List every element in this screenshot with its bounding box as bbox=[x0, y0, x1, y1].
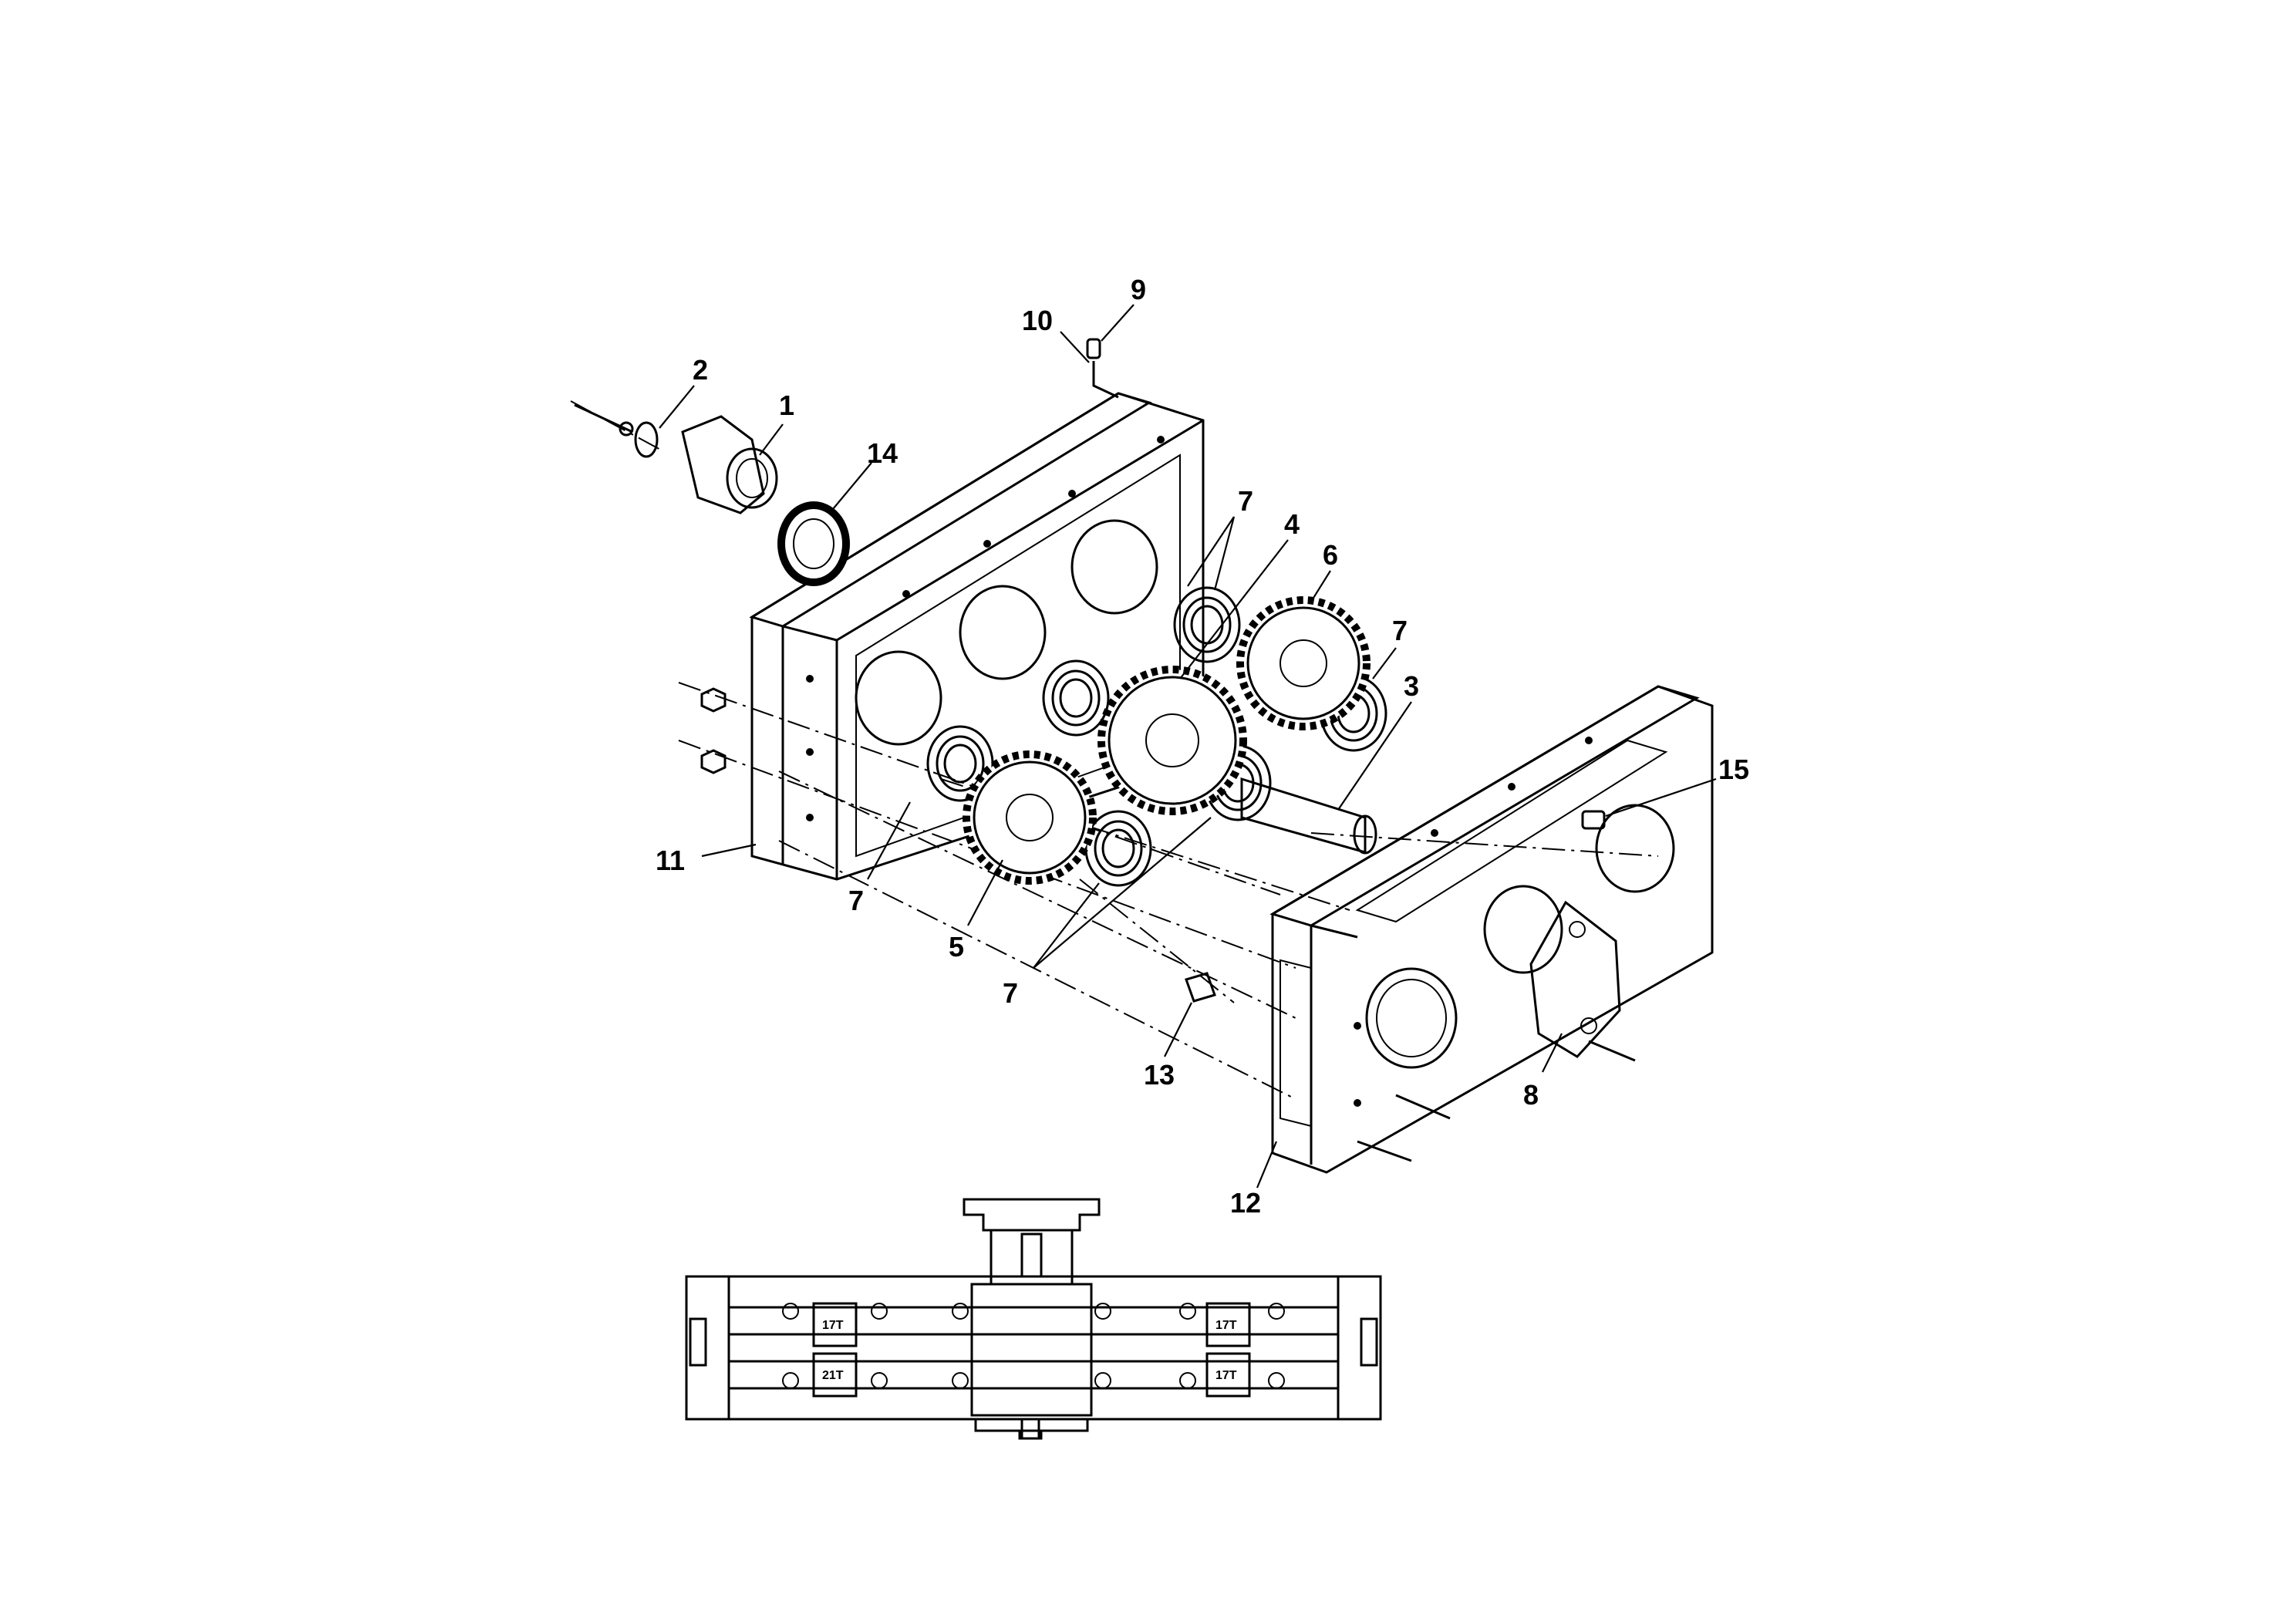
callout-10: 10 bbox=[1022, 305, 1053, 336]
leader-lines bbox=[659, 304, 1717, 1189]
tooth-count-bottom-left: 21T bbox=[822, 1369, 844, 1382]
callout-8: 8 bbox=[1523, 1079, 1539, 1111]
callout-2: 2 bbox=[693, 354, 708, 386]
gear-5 bbox=[963, 750, 1097, 885]
gear-4 bbox=[1097, 666, 1247, 815]
callout-7-top: 7 bbox=[1238, 485, 1253, 517]
tooth-count-bottom-right: 17T bbox=[1215, 1369, 1237, 1382]
elbow-fitting bbox=[1092, 361, 1119, 399]
housing-bolts bbox=[1357, 1040, 1636, 1162]
callout-11: 11 bbox=[656, 845, 685, 876]
callout-7-bottom: 7 bbox=[1003, 977, 1018, 1009]
callout-12: 12 bbox=[1230, 1187, 1261, 1219]
dowel-pin bbox=[1185, 972, 1216, 1003]
cover-plate bbox=[1529, 900, 1621, 1058]
callout-1: 1 bbox=[779, 389, 794, 421]
callout-9: 9 bbox=[1131, 274, 1146, 305]
callout-6: 6 bbox=[1323, 539, 1338, 571]
callout-3: 3 bbox=[1404, 670, 1419, 702]
callout-7-left: 7 bbox=[848, 885, 864, 916]
callout-labels: 1 2 3 4 5 6 7 7 7 7 8 9 10 11 12 13 14 1… bbox=[656, 274, 1749, 1219]
gear-6 bbox=[1236, 596, 1371, 730]
bearing bbox=[1042, 659, 1110, 737]
bearing bbox=[1084, 810, 1152, 887]
tooth-count-top-left: 17T bbox=[822, 1319, 844, 1332]
bolt bbox=[574, 403, 634, 437]
callout-4: 4 bbox=[1284, 508, 1300, 540]
washer bbox=[634, 421, 659, 458]
breather bbox=[1086, 338, 1101, 359]
cross-section-view: 17T 21T 17T 17T bbox=[685, 1198, 1382, 1440]
callout-13: 13 bbox=[1144, 1059, 1175, 1091]
plug bbox=[1581, 810, 1606, 830]
yoke-flange bbox=[681, 415, 778, 514]
housing-nuts bbox=[700, 687, 727, 774]
bearing bbox=[1173, 586, 1241, 663]
front-housing-plate bbox=[1269, 685, 1714, 1174]
callout-5: 5 bbox=[949, 931, 964, 963]
splined-shaft bbox=[1240, 777, 1377, 855]
callout-7-right: 7 bbox=[1392, 615, 1408, 646]
callout-15: 15 bbox=[1718, 754, 1749, 785]
tooth-count-top-right: 17T bbox=[1215, 1319, 1237, 1332]
callout-14: 14 bbox=[867, 437, 898, 469]
oil-seal bbox=[777, 501, 850, 586]
